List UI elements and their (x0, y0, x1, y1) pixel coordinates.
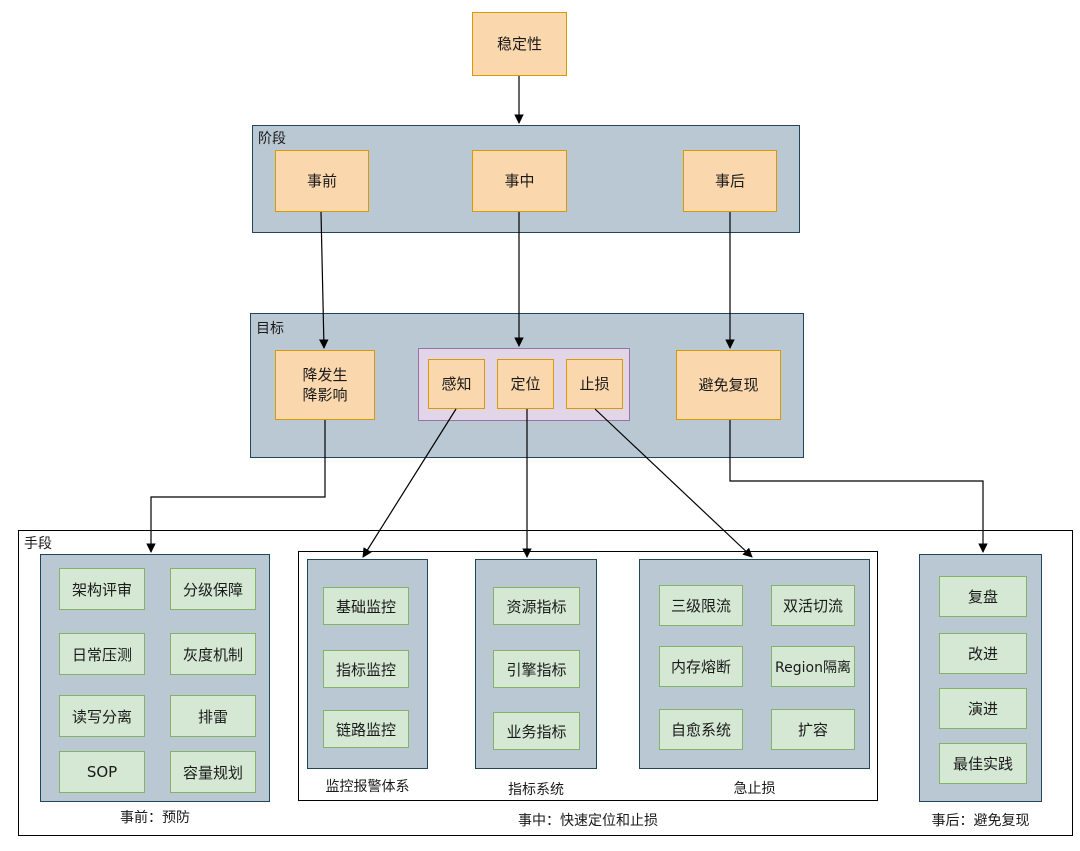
sop-label: SOP (86, 763, 118, 781)
sop-item[interactable]: SOP (59, 751, 145, 793)
stability-label: 稳定性 (496, 35, 542, 53)
after-caption: 事后：避免复现 (931, 813, 1030, 829)
resource-metrics-label: 资源指标 (506, 597, 567, 616)
phase-before-node[interactable]: 事前 (275, 150, 369, 212)
means-container (18, 530, 1073, 836)
perceive-label: 感知 (441, 375, 472, 393)
best-practice-item[interactable]: 最佳实践 (939, 743, 1027, 784)
daily-load-test-item[interactable]: 日常压测 (59, 633, 145, 675)
during-incident-container (298, 551, 878, 801)
memory-circuit-breaker-label: 内存熔断 (670, 658, 731, 676)
phase-panel-title: 阶段 (258, 131, 286, 147)
review-label: 复盘 (967, 588, 998, 606)
best-practice-label: 最佳实践 (952, 755, 1013, 773)
locate-label: 定位 (510, 375, 541, 393)
canary-release-item[interactable]: 灰度机制 (170, 633, 256, 675)
tiered-guarantee-label: 分级保障 (182, 580, 243, 599)
reduce-node[interactable]: 降发生 降影响 (275, 350, 375, 420)
risk-sweep-label: 排雷 (197, 707, 228, 726)
three-level-throttling-label: 三级限流 (670, 597, 731, 615)
capacity-planning-label: 容量规划 (182, 763, 243, 782)
review-item[interactable]: 复盘 (939, 576, 1027, 617)
means-title: 手段 (24, 536, 52, 552)
scale-out-label: 扩容 (797, 721, 828, 739)
phase-after-node[interactable]: 事后 (683, 150, 777, 212)
avoid-recurrence-label: 避免复现 (698, 376, 759, 394)
improve-item[interactable]: 改进 (939, 633, 1027, 674)
engine-metrics-label: 引擎指标 (506, 660, 567, 679)
metric-monitoring-label: 指标监控 (335, 660, 396, 679)
region-isolation-label: Region隔离 (775, 659, 851, 676)
resource-metrics-item[interactable]: 资源指标 (493, 587, 580, 625)
canary-release-label: 灰度机制 (182, 645, 243, 664)
evolve-label: 演进 (967, 700, 998, 718)
read-write-split-item[interactable]: 读写分离 (59, 695, 145, 737)
metric-monitoring-item[interactable]: 指标监控 (323, 650, 409, 688)
phase-during-node[interactable]: 事中 (472, 150, 567, 212)
business-metrics-item[interactable]: 业务指标 (493, 712, 580, 750)
phase-during-label: 事中 (504, 172, 535, 190)
locate-node[interactable]: 定位 (497, 359, 554, 409)
self-healing-label: 自愈系统 (670, 721, 731, 739)
engine-metrics-item[interactable]: 引擎指标 (493, 650, 580, 688)
stability-node[interactable]: 稳定性 (472, 12, 567, 76)
perceive-node[interactable]: 感知 (428, 359, 485, 409)
prevention-caption: 事前：预防 (120, 810, 190, 826)
goal-panel-title: 目标 (256, 321, 284, 337)
business-metrics-label: 业务指标 (506, 722, 567, 741)
metrics-caption: 指标系统 (508, 782, 564, 798)
reduce-impact-label: 降影响 (302, 386, 348, 404)
trace-monitoring-item[interactable]: 链路监控 (323, 710, 409, 748)
memory-circuit-breaker-item[interactable]: 内存熔断 (659, 646, 743, 687)
architecture-review-item[interactable]: 架构评审 (59, 568, 145, 610)
basic-monitoring-item[interactable]: 基础监控 (323, 587, 409, 625)
self-healing-item[interactable]: 自愈系统 (659, 709, 743, 750)
phase-after-label: 事后 (714, 172, 745, 190)
improve-label: 改进 (967, 645, 998, 663)
capacity-planning-item[interactable]: 容量规划 (170, 751, 256, 793)
active-active-switch-item[interactable]: 双活切流 (771, 585, 855, 626)
tiered-guarantee-item[interactable]: 分级保障 (170, 568, 256, 610)
during-incident-caption: 事中：快速定位和止损 (518, 813, 658, 829)
stop-loss-node[interactable]: 止损 (566, 359, 623, 409)
basic-monitoring-label: 基础监控 (335, 597, 396, 616)
region-isolation-item[interactable]: Region隔离 (771, 646, 855, 687)
avoid-recurrence-node[interactable]: 避免复现 (676, 350, 781, 420)
risk-sweep-item[interactable]: 排雷 (170, 695, 256, 737)
stop-loss-caption: 急止损 (733, 781, 776, 797)
scale-out-item[interactable]: 扩容 (771, 709, 855, 750)
daily-load-test-label: 日常压测 (71, 645, 132, 664)
active-active-switch-label: 双活切流 (782, 597, 843, 615)
monitoring-caption: 监控报警体系 (325, 779, 410, 795)
read-write-split-label: 读写分离 (71, 707, 132, 726)
evolve-item[interactable]: 演进 (939, 688, 1027, 729)
trace-monitoring-label: 链路监控 (335, 720, 396, 739)
architecture-review-label: 架构评审 (71, 580, 132, 599)
three-level-throttling-item[interactable]: 三级限流 (659, 585, 743, 626)
stop-loss-label: 止损 (579, 375, 610, 393)
phase-before-label: 事前 (306, 172, 337, 190)
reduce-occurrence-label: 降发生 (302, 366, 348, 384)
